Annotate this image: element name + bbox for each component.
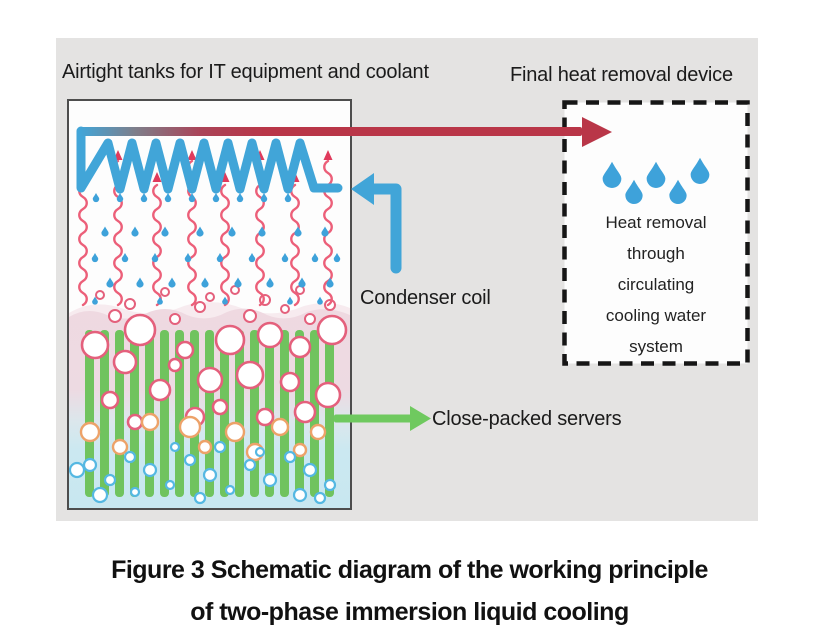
close-packed-servers-label: Close-packed servers	[432, 408, 622, 430]
water-droplets-icon	[602, 157, 710, 205]
coolant-bubbles	[69, 313, 348, 505]
heat-removal-text: Heat removal through circulating cooling…	[562, 207, 750, 362]
heat-box-line: through	[627, 244, 685, 263]
surface-vapor-bubbles	[95, 285, 336, 325]
heat-removal-box: Heat removal through circulating cooling…	[562, 100, 750, 366]
falling-droplets	[91, 193, 341, 305]
tank-drawing	[69, 126, 350, 508]
heat-box-line: cooling water	[605, 306, 707, 325]
caption-line-2: of two-phase immersion liquid cooling	[190, 598, 629, 626]
condenser-coil-label: Condenser coil	[360, 287, 491, 309]
heat-box-line: circulating	[617, 275, 695, 294]
figure-caption: Figure 3 Schematic diagram of the workin…	[0, 549, 819, 633]
final-heat-device-label: Final heat removal device	[510, 64, 733, 86]
heat-box-line: Heat removal	[605, 213, 707, 232]
airtight-tanks-label: Airtight tanks for IT equipment and cool…	[62, 61, 429, 83]
immersion-tank	[67, 99, 352, 510]
heat-box-line: system	[629, 337, 683, 356]
condenser-coil-drawing	[76, 126, 343, 194]
caption-line-1: Figure 3 Schematic diagram of the workin…	[111, 556, 708, 584]
